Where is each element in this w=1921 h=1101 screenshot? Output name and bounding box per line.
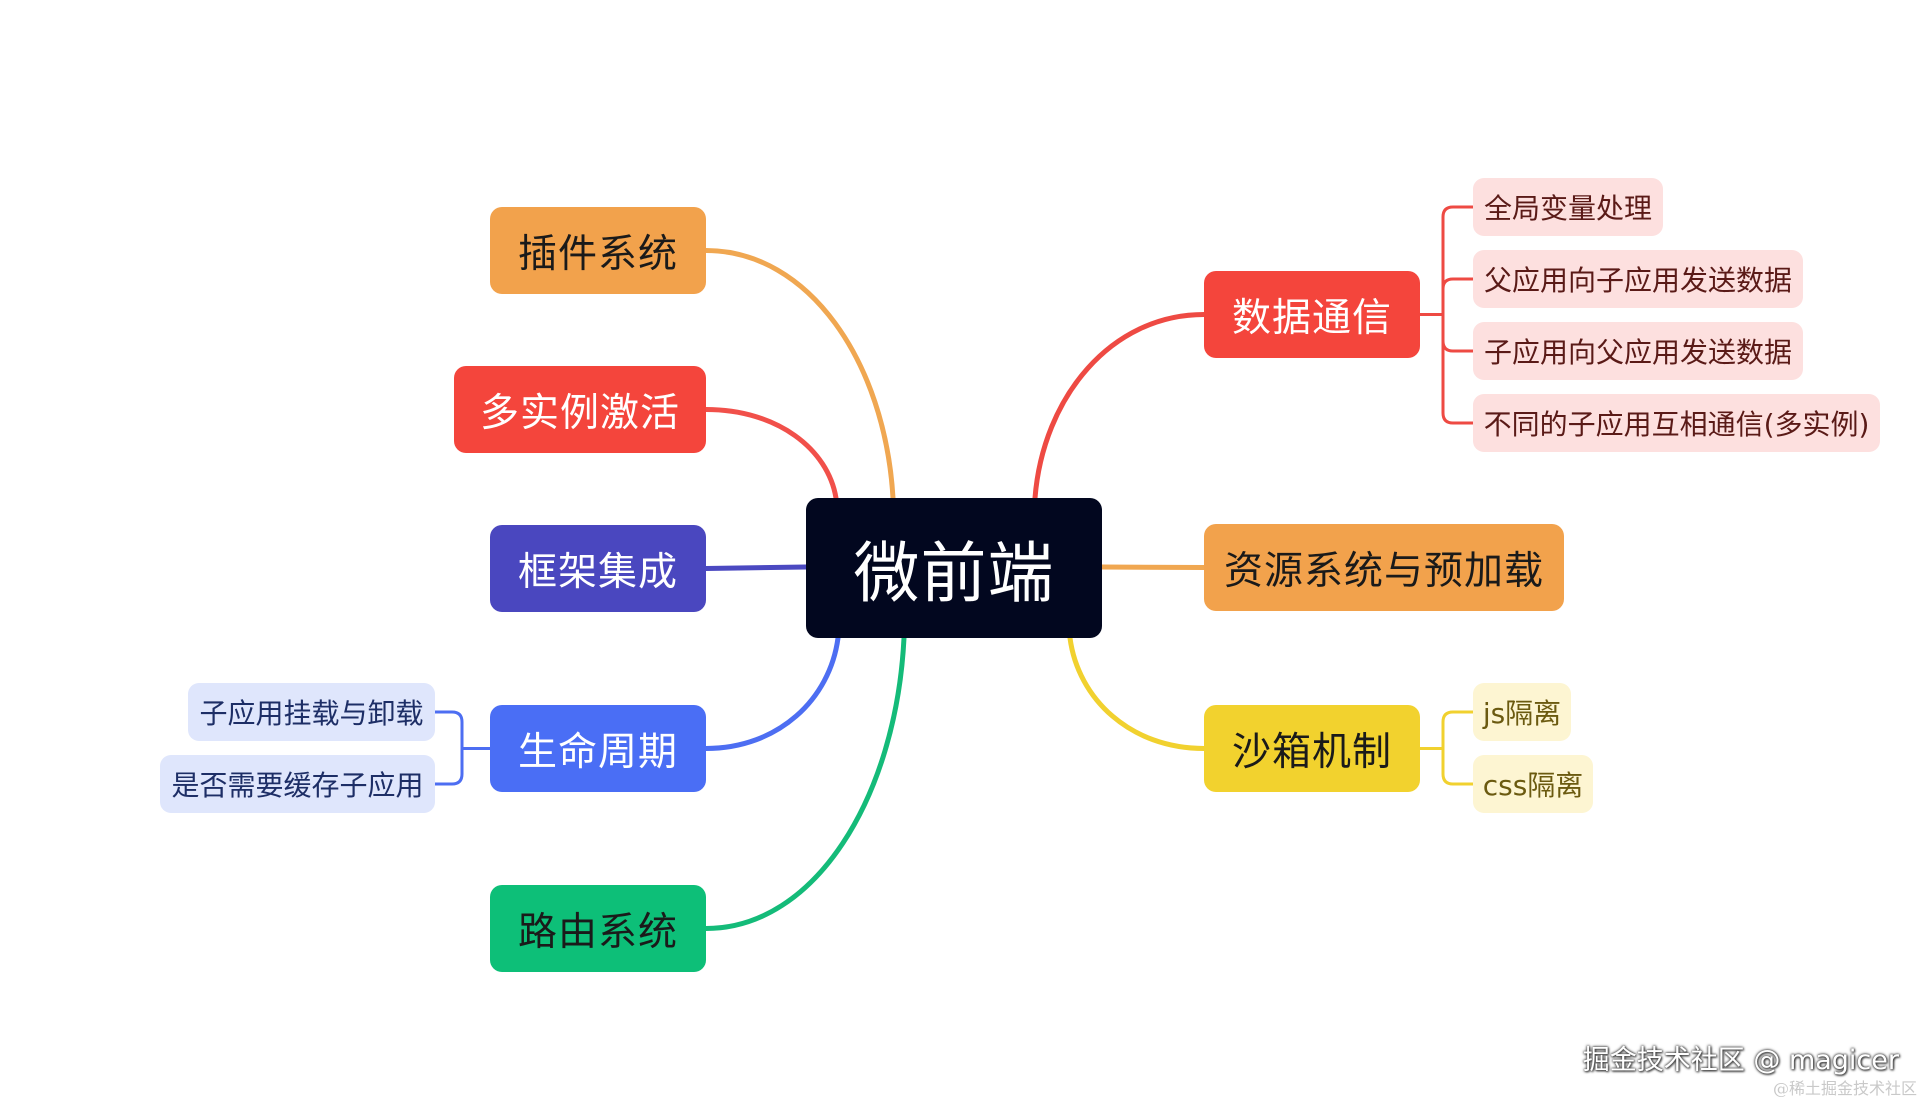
branch-plugin[interactable]: 插件系统 bbox=[490, 207, 706, 294]
bracket-data-3 bbox=[1441, 313, 1475, 425]
branch-data[interactable]: 数据通信 bbox=[1204, 271, 1420, 358]
branch-lifecycle[interactable]: 生命周期 bbox=[490, 705, 706, 792]
branch-framework-label: 框架集成 bbox=[517, 549, 678, 595]
subnode-lifecycle-0[interactable]: 子应用挂载与卸载 bbox=[188, 683, 435, 741]
bracket-sandbox-0 bbox=[1441, 710, 1475, 750]
subnode-data-0-label: 全局变量处理 bbox=[1484, 192, 1653, 225]
subnode-data-0[interactable]: 全局变量处理 bbox=[1473, 178, 1663, 236]
branch-lifecycle-label: 生命周期 bbox=[517, 729, 678, 775]
watermark-primary: 掘金技术社区 @ magicer bbox=[1582, 1045, 1899, 1076]
branch-sandbox[interactable]: 沙箱机制 bbox=[1204, 705, 1420, 792]
connector-data bbox=[1032, 312, 1207, 501]
subnode-sandbox-1[interactable]: css隔离 bbox=[1473, 755, 1593, 813]
bracket-data-2 bbox=[1441, 313, 1475, 353]
subnode-data-2[interactable]: 子应用向父应用发送数据 bbox=[1473, 322, 1803, 380]
subnode-lifecycle-1-label: 是否需要缓存子应用 bbox=[171, 769, 424, 802]
bracket-sandbox-1 bbox=[1441, 747, 1475, 786]
subnode-sandbox-0-label: js隔离 bbox=[1482, 697, 1562, 730]
subnode-sandbox-0[interactable]: js隔离 bbox=[1473, 683, 1571, 741]
branch-data-label: 数据通信 bbox=[1231, 295, 1392, 341]
watermark-secondary: @稀土掘金技术社区 bbox=[1772, 1079, 1917, 1098]
bracket-lifecycle-1 bbox=[433, 747, 464, 786]
connector-router bbox=[703, 635, 907, 931]
branch-sandbox-label: 沙箱机制 bbox=[1231, 729, 1392, 775]
connector-plugin bbox=[703, 248, 896, 501]
connector-sandbox bbox=[1067, 635, 1207, 751]
subnode-lifecycle-0-label: 子应用挂载与卸载 bbox=[199, 697, 424, 730]
branch-multi-label: 多实例激活 bbox=[479, 390, 680, 436]
branch-router[interactable]: 路由系统 bbox=[490, 885, 706, 972]
branch-resource[interactable]: 资源系统与预加载 bbox=[1204, 524, 1564, 611]
branch-resource-label: 资源系统与预加载 bbox=[1223, 548, 1544, 594]
branch-framework[interactable]: 框架集成 bbox=[490, 525, 706, 612]
branch-multi[interactable]: 多实例激活 bbox=[454, 366, 706, 453]
bracket-data-1 bbox=[1441, 277, 1475, 316]
connector-lifecycle bbox=[703, 635, 841, 751]
subnode-data-2-label: 子应用向父应用发送数据 bbox=[1484, 336, 1793, 369]
connector-multi bbox=[703, 407, 839, 501]
bracket-lifecycle-0 bbox=[433, 710, 464, 750]
connector-resource bbox=[1099, 564, 1207, 570]
branch-router-label: 路由系统 bbox=[517, 909, 678, 955]
subnode-data-3[interactable]: 不同的子应用互相通信(多实例) bbox=[1473, 394, 1880, 452]
connector-framework bbox=[703, 564, 809, 571]
subnode-data-3-label: 不同的子应用互相通信(多实例) bbox=[1483, 408, 1870, 441]
root-node-label: 微前端 bbox=[853, 535, 1055, 612]
branch-plugin-label: 插件系统 bbox=[517, 231, 678, 277]
bracket-data-0 bbox=[1441, 205, 1475, 316]
subnode-sandbox-1-label: css隔离 bbox=[1482, 769, 1584, 802]
subnode-lifecycle-1[interactable]: 是否需要缓存子应用 bbox=[160, 755, 435, 813]
root-node[interactable]: 微前端 bbox=[806, 498, 1102, 638]
subnode-data-1-label: 父应用向子应用发送数据 bbox=[1484, 264, 1793, 297]
subnode-data-1[interactable]: 父应用向子应用发送数据 bbox=[1473, 250, 1803, 308]
